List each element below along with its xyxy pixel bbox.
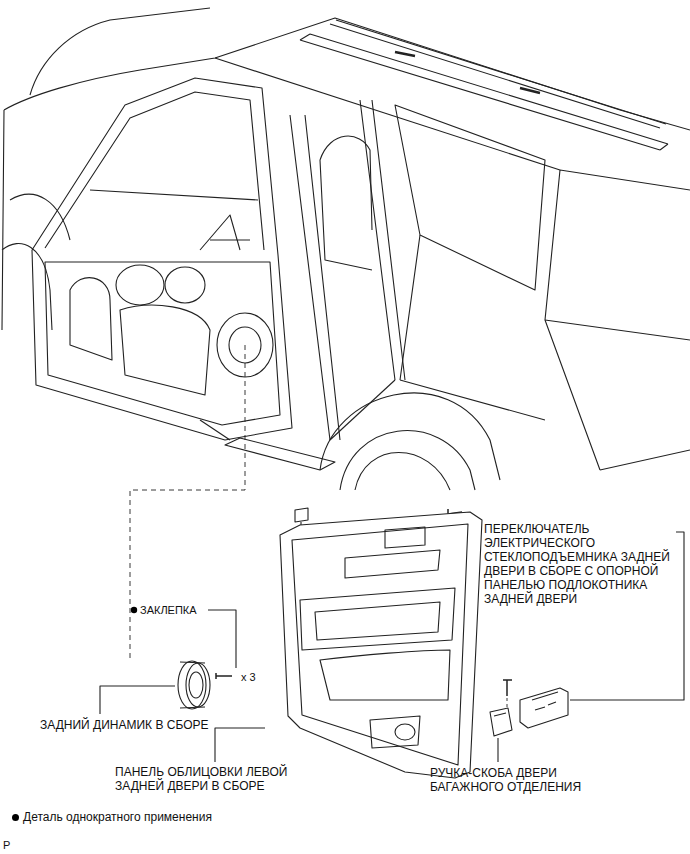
single-use-mark [131, 607, 137, 613]
part-label: ПАНЕЛЬ ОБЛИЦОВКИ ЛЕВОЙ ЗАДНЕЙ ДВЕРИ В СБ… [115, 765, 325, 793]
part-label: ЗАКЛЕПКА [140, 603, 210, 617]
page-marker: P [3, 838, 23, 852]
part-label: РУЧКА-СКОБА ДВЕРИ БАГАЖНОГО ОТДЕЛЕНИЯ [430, 766, 608, 794]
legend-text: Деталь однократного применения [23, 810, 212, 824]
part-label: ЗАДНИЙ ДИНАМИК В СБОРЕ [40, 718, 210, 732]
part-label: x 3 [241, 670, 271, 684]
legend-row: Деталь однократного применения [12, 810, 212, 824]
part-label: ПЕРЕКЛЮЧАТЕЛЬ ЭЛЕКТРИЧЕСКОГО СТЕКЛОПОДЪЕ… [484, 522, 674, 606]
single-use-mark [12, 814, 19, 821]
